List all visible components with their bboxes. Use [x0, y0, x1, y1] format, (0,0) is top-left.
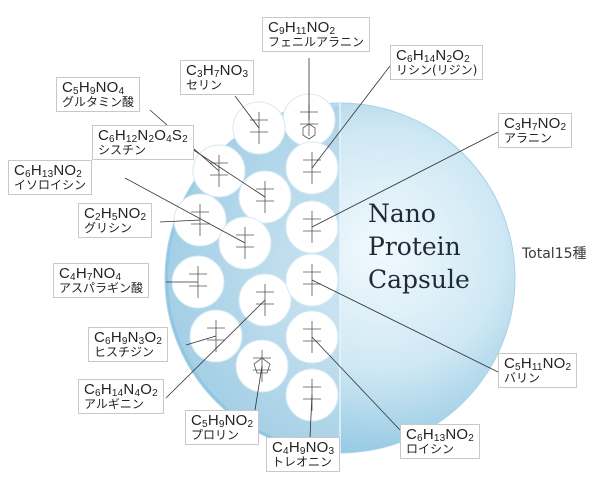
amino-acid-formula: C6H14N2O2 — [396, 47, 470, 65]
amino-acid-name: アスパラギン酸 — [59, 281, 144, 296]
amino-acid-formula: C6H9N3O2 — [94, 329, 163, 347]
amino-acid-name: セリン — [186, 78, 223, 93]
amino-acid-name: アラニン — [504, 131, 553, 146]
amino-acid-formula: C2H5NO2 — [84, 205, 147, 223]
leader-line — [311, 131, 499, 228]
amino-acid-formula: C6H14N4O2 — [84, 381, 158, 399]
capsule-title: Nano Protein Capsule — [368, 197, 470, 296]
leader-line — [311, 336, 401, 431]
amino-acid-formula: C4H7NO4 — [59, 265, 122, 283]
amino-acid-name: ヒスチジン — [94, 345, 155, 360]
amino-acid-formula: C5H11NO2 — [504, 355, 572, 373]
amino-acid-formula: C6H13NO2 — [406, 426, 475, 444]
leader-line — [311, 65, 391, 169]
amino-acid-name: リシン(リジン) — [396, 63, 478, 78]
amino-acid-name: ロイシン — [406, 442, 455, 457]
leader-line — [254, 365, 263, 411]
leader-line — [159, 219, 201, 223]
leader-line — [311, 279, 499, 373]
amino-acid-name: シスチン — [98, 143, 147, 158]
amino-acid-formula: C5H9NO2 — [191, 412, 254, 430]
amino-acid-name: プロリン — [191, 428, 240, 443]
leader-line — [309, 394, 313, 438]
title-line-1: Nano — [368, 199, 436, 228]
amino-acid-formula: C5H9NO4 — [62, 79, 125, 97]
amino-acid-name: グルタミン酸 — [62, 95, 135, 110]
amino-acid-formula: C6H13NO2 — [14, 162, 83, 180]
amino-acid-name: グリシン — [84, 221, 133, 236]
title-line-2: Protein — [368, 232, 461, 261]
amino-acid-name: フェニルアラニン — [268, 35, 365, 50]
leader-line — [185, 144, 266, 198]
amino-acid-name: トレオニン — [272, 455, 333, 470]
amino-acid-name: アルギニン — [84, 397, 144, 412]
amino-acid-formula: C9H11NO2 — [268, 19, 336, 37]
title-line-3: Capsule — [368, 265, 470, 294]
leader-line — [234, 95, 260, 129]
amino-acid-name: バリン — [504, 371, 541, 386]
amino-acid-formula: C3H7NO3 — [186, 62, 249, 80]
amino-acid-formula: C6H12N2O4S2 — [98, 127, 188, 145]
leader-line — [165, 299, 266, 399]
leader-line — [124, 177, 246, 244]
total-count-label: Total15種 — [522, 246, 587, 262]
amino-acid-formula: C3H7NO2 — [504, 115, 567, 133]
amino-acid-name: イソロイシン — [14, 178, 87, 193]
amino-acid-formula: C4H9NO3 — [272, 439, 335, 457]
leader-line — [185, 335, 217, 346]
